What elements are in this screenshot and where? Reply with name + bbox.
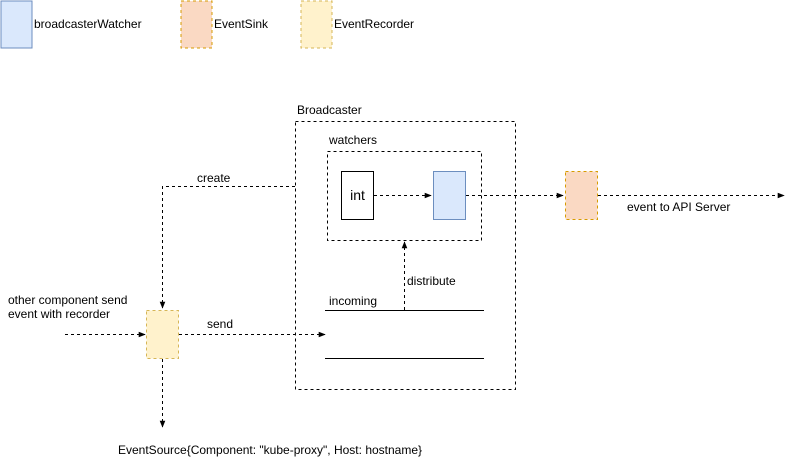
other-component-label-line1: other component send [8, 293, 127, 307]
legend-recorder-label: EventRecorder [334, 17, 414, 31]
watchers-label: watchers [328, 133, 377, 147]
incoming-label: incoming [329, 294, 377, 308]
recorder-node [146, 310, 179, 359]
create-arrow [159, 186, 295, 309]
legend-sink-swatch [181, 1, 212, 48]
watchers-box [327, 151, 482, 241]
watcher-node-border [433, 171, 466, 220]
legend-watcher-swatch [1, 1, 32, 48]
event-to-api-label: event to API Server [627, 200, 730, 214]
legend-recorder-swatch [301, 1, 332, 48]
distribute-label: distribute [407, 274, 456, 288]
recorder-node-border [146, 310, 179, 359]
sink-node [565, 171, 598, 220]
create-label: create [197, 171, 231, 185]
legend-sink-swatch-border [180, 0, 213, 49]
legend-recorder-swatch-border [300, 0, 333, 49]
send-label: send [207, 317, 233, 331]
int-box [341, 171, 374, 220]
watcher-node [433, 171, 466, 220]
sink-node-border [565, 171, 598, 220]
legend-watcher-label: broadcasterWatcher [34, 17, 142, 31]
int-label: int [350, 187, 365, 203]
broadcaster-box [295, 121, 516, 390]
event-source-label: EventSource{Component: "kube-proxy", Hos… [118, 443, 422, 457]
legend-sink-label: EventSink [214, 17, 269, 31]
legend: broadcasterWatcher EventSink EventRecord… [0, 0, 414, 49]
legend-watcher-swatch-border [0, 0, 33, 49]
other-component-label-line2: event with recorder [8, 307, 110, 321]
broadcaster-label: Broadcaster [297, 103, 362, 117]
